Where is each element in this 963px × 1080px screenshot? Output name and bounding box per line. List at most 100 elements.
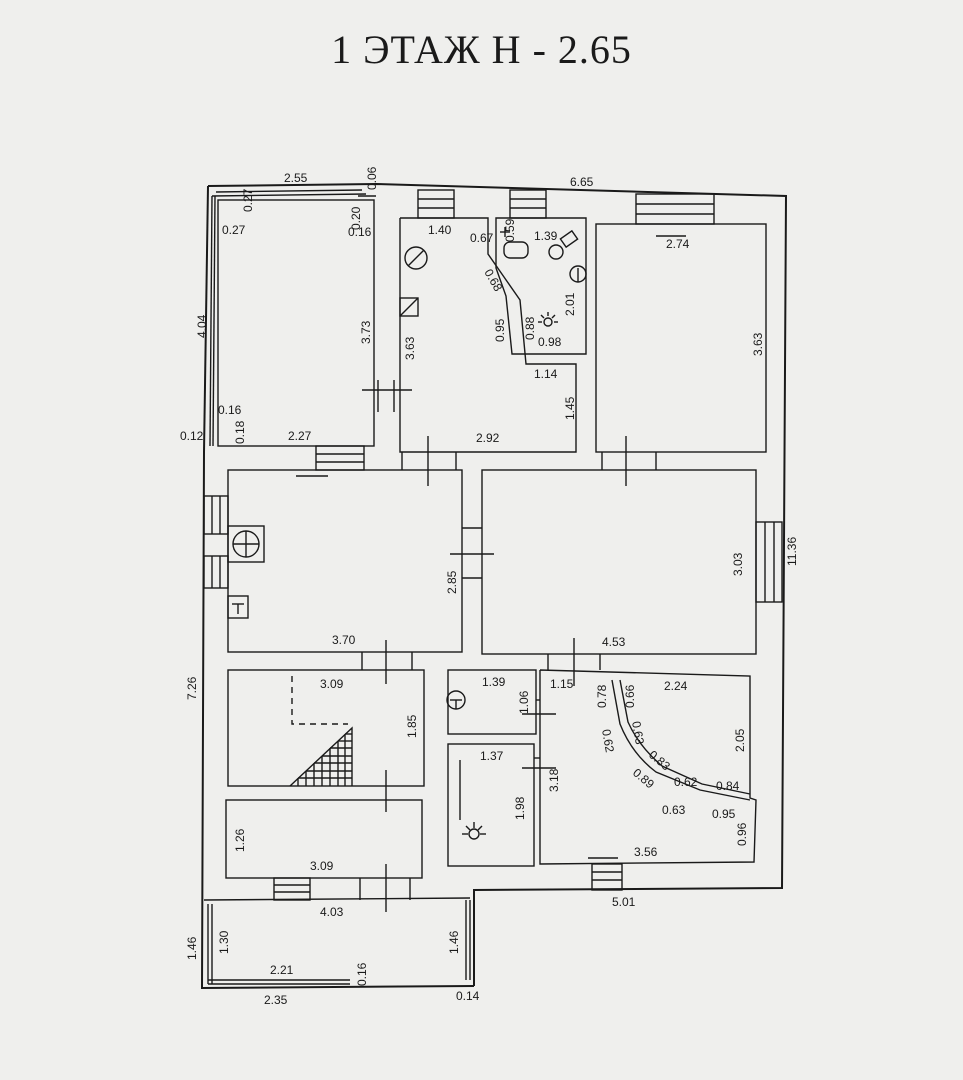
dim-0-12: 0.12 bbox=[180, 429, 204, 443]
dim-1-46-right: 1.46 bbox=[447, 930, 461, 954]
room-bathroom bbox=[495, 217, 587, 355]
dim-3-73: 3.73 bbox=[359, 320, 373, 344]
dim-2-05: 2.05 bbox=[733, 728, 747, 752]
dim-0-59: 0.59 bbox=[503, 218, 517, 242]
room-top-right bbox=[595, 223, 767, 453]
room-bottom-left bbox=[225, 799, 423, 879]
window-top-2 bbox=[509, 189, 547, 219]
dim-3-09-stair: 3.09 bbox=[320, 677, 344, 691]
dim-1-06: 1.06 bbox=[517, 690, 531, 714]
dim-0-62-curve: 0.62 bbox=[674, 775, 698, 789]
dim-3-03: 3.03 bbox=[731, 552, 745, 576]
dim-0-95-corner: 0.95 bbox=[712, 807, 736, 821]
dim-11-36: 11.36 bbox=[785, 537, 799, 566]
dim-0-16-bottom: 0.16 bbox=[355, 962, 369, 986]
bathroom-lamp-icon bbox=[543, 317, 553, 327]
dim-3-09-bottom: 3.09 bbox=[310, 859, 334, 873]
dim-6-65: 6.65 bbox=[570, 175, 594, 189]
stove-icon bbox=[399, 297, 419, 317]
window-top-3 bbox=[635, 193, 715, 225]
dim-1-85: 1.85 bbox=[405, 714, 419, 738]
dim-2-21: 2.21 bbox=[270, 963, 294, 977]
windows bbox=[203, 189, 783, 901]
dim-0-84: 0.84 bbox=[716, 779, 740, 793]
dim-0-68: 0.68 bbox=[481, 267, 505, 295]
sink-icon bbox=[503, 241, 529, 259]
dim-1-26: 1.26 bbox=[233, 828, 247, 852]
room-middle-right bbox=[481, 469, 757, 655]
dim-0-78: 0.78 bbox=[595, 684, 609, 708]
dim-2-55: 2.55 bbox=[284, 171, 308, 185]
dim-0-63-curve: 0.63 bbox=[662, 803, 686, 817]
dim-0-95: 0.95 bbox=[493, 318, 507, 342]
boiler-circle-icon bbox=[404, 246, 428, 270]
room-middle-left bbox=[227, 469, 463, 653]
storage-lamp-icon bbox=[468, 828, 480, 840]
dim-1-45: 1.45 bbox=[563, 396, 577, 420]
dim-1-98: 1.98 bbox=[513, 796, 527, 820]
room-top-middle bbox=[399, 217, 577, 453]
window-left-2 bbox=[203, 555, 229, 589]
dim-0-06: 0.06 bbox=[365, 166, 379, 190]
dim-2-85: 2.85 bbox=[445, 570, 459, 594]
room-top-left bbox=[217, 199, 375, 447]
dim-1-37: 1.37 bbox=[480, 749, 504, 763]
dim-2-01: 2.01 bbox=[563, 292, 577, 316]
dim-0-98: 0.98 bbox=[538, 335, 562, 349]
dim-0-18: 0.18 bbox=[233, 420, 247, 444]
room-stair bbox=[227, 669, 425, 787]
window-top-1 bbox=[417, 189, 455, 219]
dim-2-27: 2.27 bbox=[288, 429, 312, 443]
door-openings bbox=[359, 380, 657, 912]
dim-1-15: 1.15 bbox=[550, 677, 574, 691]
dim-0-20: 0.20 bbox=[349, 206, 363, 230]
window-middle bbox=[315, 445, 365, 471]
dim-0-16-top: 0.16 bbox=[348, 225, 372, 239]
dim-3-63-kitchen: 3.63 bbox=[403, 336, 417, 360]
curved-wall bbox=[611, 679, 751, 801]
dim-2-74: 2.74 bbox=[666, 237, 690, 251]
electric-panel-icon bbox=[227, 595, 249, 619]
staircase bbox=[289, 676, 353, 787]
dim-2-92: 2.92 bbox=[476, 431, 500, 445]
dim-4-53: 4.53 bbox=[602, 635, 626, 649]
dim-4-04: 4.04 bbox=[195, 314, 209, 338]
dim-1-30: 1.30 bbox=[217, 930, 231, 954]
outer-walls bbox=[200, 182, 788, 990]
dim-1-14: 1.14 bbox=[534, 367, 558, 381]
dim-3-63-right: 3.63 bbox=[751, 332, 765, 356]
fixtures bbox=[227, 227, 686, 840]
plan-title: 1 ЭТАЖ Н - 2.65 bbox=[331, 27, 632, 72]
room-bottom-right bbox=[539, 669, 757, 865]
dim-0-67: 0.67 bbox=[470, 231, 494, 245]
dim-3-70: 3.70 bbox=[332, 633, 356, 647]
dim-7-26: 7.26 bbox=[185, 676, 199, 700]
dim-0-63: 0.63 bbox=[629, 720, 647, 746]
dimension-labels: 2.55 0.06 6.65 0.27 0.27 0.20 0.16 4.04 … bbox=[180, 166, 799, 1007]
dim-0-62: 0.62 bbox=[599, 728, 617, 754]
dim-0-66: 0.66 bbox=[623, 684, 637, 708]
dim-2-35: 2.35 bbox=[264, 993, 288, 1007]
window-bottom-1 bbox=[273, 877, 311, 901]
dim-1-39-bath: 1.39 bbox=[534, 229, 558, 243]
dim-0-96: 0.96 bbox=[735, 822, 749, 846]
dim-0-16-left: 0.16 bbox=[218, 403, 242, 417]
dim-0-14: 0.14 bbox=[456, 989, 480, 1003]
dim-5-01: 5.01 bbox=[612, 895, 636, 909]
window-bottom-2 bbox=[591, 863, 623, 891]
room-small-storage bbox=[447, 743, 535, 867]
dim-0-27: 0.27 bbox=[222, 223, 246, 237]
dim-1-46-left: 1.46 bbox=[185, 936, 199, 960]
stove-furnace-icon bbox=[227, 525, 265, 563]
room-small-wc bbox=[447, 669, 537, 735]
dim-3-18: 3.18 bbox=[547, 768, 561, 792]
window-right bbox=[755, 521, 783, 603]
dim-3-56: 3.56 bbox=[634, 845, 658, 859]
dim-0-88: 0.88 bbox=[523, 316, 537, 340]
dim-2-24: 2.24 bbox=[664, 679, 688, 693]
dim-1-39-wc: 1.39 bbox=[482, 675, 506, 689]
window-left-1 bbox=[203, 495, 229, 535]
dim-0-27-top: 0.27 bbox=[241, 188, 255, 212]
dim-4-03: 4.03 bbox=[320, 905, 344, 919]
